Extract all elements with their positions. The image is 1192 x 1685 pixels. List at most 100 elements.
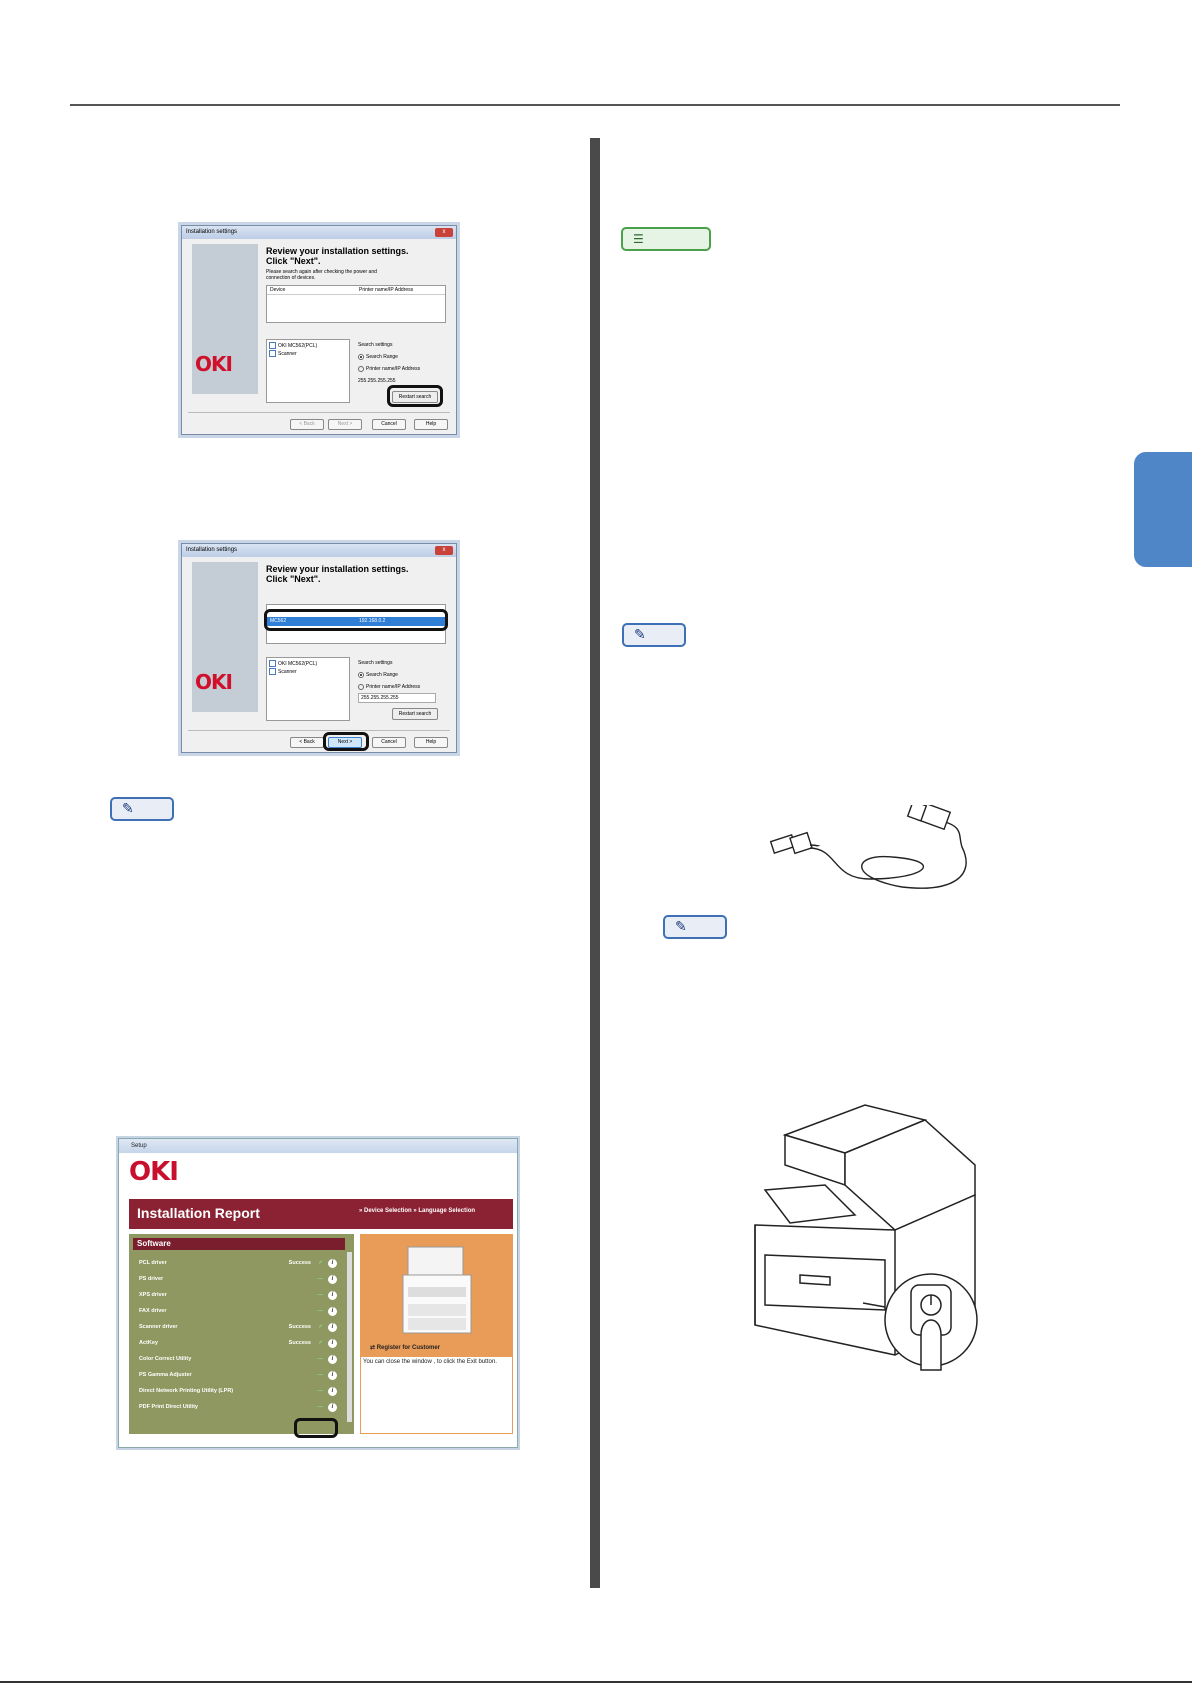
- restart-search-button[interactable]: Restart search: [392, 391, 438, 403]
- oki-logo: OKI: [195, 670, 233, 694]
- option-row[interactable]: OKI MC562(PCL): [269, 660, 347, 668]
- ip-range-text: 255.255.255.255: [358, 378, 396, 384]
- radio-search-range[interactable]: Search Range: [358, 669, 448, 681]
- ip-range-input[interactable]: 255.255.255.255: [358, 693, 436, 703]
- next-button[interactable]: Next >: [328, 419, 362, 430]
- info-icon[interactable]: i: [328, 1275, 337, 1284]
- option-row[interactable]: Scanner: [269, 350, 347, 358]
- back-button[interactable]: < Back: [290, 419, 324, 430]
- status-mark-icon: ✓: [318, 1324, 323, 1330]
- dialog-heading: Review your installation settings.Click …: [266, 246, 409, 266]
- separator: [188, 412, 450, 413]
- chapter-tab[interactable]: [1134, 452, 1192, 567]
- software-status: Success: [288, 1324, 311, 1330]
- printer-illustration: [754, 1104, 978, 1371]
- device-row-highlight: [264, 609, 448, 631]
- option-row[interactable]: OKI MC562(PCL): [269, 342, 347, 350]
- memo-badge: ✎: [622, 623, 686, 647]
- radio-icon[interactable]: [358, 683, 364, 690]
- radio-icon[interactable]: [358, 671, 364, 678]
- info-icon[interactable]: i: [328, 1339, 337, 1348]
- report-banner: Installation Report » Device Selection »…: [129, 1199, 513, 1229]
- cancel-button[interactable]: Cancel: [372, 737, 406, 748]
- setup-title: Setup: [131, 1143, 147, 1149]
- status-mark-icon: —: [317, 1308, 324, 1314]
- radio-icon[interactable]: [358, 353, 364, 360]
- software-name: PS Gamma Adjuster: [139, 1372, 192, 1378]
- radio-printer-name[interactable]: Printer name/IP Address: [358, 681, 448, 693]
- info-icon[interactable]: i: [328, 1371, 337, 1380]
- scrollbar[interactable]: [347, 1252, 352, 1422]
- exit-button-highlight: [294, 1418, 338, 1438]
- search-settings: Search settings Search Range Printer nam…: [358, 657, 448, 703]
- help-button[interactable]: Help: [414, 737, 448, 748]
- close-icon[interactable]: x: [435, 546, 453, 555]
- back-button[interactable]: ◀ Back: [261, 1503, 282, 1509]
- next-button[interactable]: Next >: [328, 737, 362, 748]
- cancel-button[interactable]: Cancel: [372, 419, 406, 430]
- side-image: [192, 244, 258, 394]
- pencil-icon: ✎: [675, 919, 687, 935]
- software-name: Direct Network Printing Utility (LPR): [139, 1388, 234, 1394]
- status-mark-icon: —: [317, 1388, 324, 1394]
- checkbox-icon[interactable]: [269, 350, 276, 358]
- status-mark-icon: —: [317, 1292, 324, 1298]
- footer-rule: [0, 1681, 1192, 1683]
- software-name: PS driver: [139, 1276, 164, 1282]
- info-icon[interactable]: i: [328, 1355, 337, 1364]
- restart-search-highlight: [387, 385, 443, 407]
- info-icon[interactable]: i: [328, 1259, 337, 1268]
- info-icon[interactable]: i: [328, 1291, 337, 1300]
- installation-settings-dialog-1: Installation settings x OKI Review your …: [181, 225, 457, 435]
- install-options: OKI MC562(PCL) Scanner: [266, 339, 350, 403]
- header-rule: [70, 104, 1120, 106]
- pencil-icon: ✎: [122, 801, 134, 817]
- option-row[interactable]: Scanner: [269, 668, 347, 676]
- back-button[interactable]: < Back: [290, 737, 324, 748]
- software-row: PS driver—i: [139, 1272, 339, 1287]
- checkbox-icon[interactable]: [269, 660, 276, 668]
- software-name: Color Correct Utility: [139, 1356, 192, 1362]
- banner-title: Installation Report: [137, 1205, 260, 1221]
- checkbox-icon[interactable]: [269, 668, 276, 676]
- dialog-note: Please search again after checking the p…: [266, 269, 377, 281]
- reference-badge: ☰: [621, 227, 711, 251]
- oki-logo: OKI: [195, 352, 233, 376]
- software-row: Color Correct Utility — i: [139, 1352, 339, 1367]
- dialog-title: Installation settings: [182, 226, 456, 239]
- search-settings-title: Search settings: [358, 342, 393, 348]
- info-icon[interactable]: i: [328, 1403, 337, 1412]
- dialog-heading: Review your installation settings.Click …: [266, 564, 409, 584]
- installation-settings-dialog-2: Installation settings x OKI Review your …: [181, 543, 457, 753]
- radio-printer-name[interactable]: Printer name/IP Address: [358, 363, 448, 375]
- pencil-icon: ✎: [634, 627, 646, 643]
- software-row: Direct Network Printing Utility (LPR) — i: [139, 1384, 339, 1399]
- software-name: Scanner driver: [139, 1324, 178, 1330]
- software-name: PCL driver: [139, 1260, 167, 1266]
- printer-photo: [402, 1246, 472, 1334]
- checkbox-icon[interactable]: [269, 342, 276, 350]
- setup-window: Setup OKI Installation Report » Device S…: [118, 1138, 518, 1509]
- status-mark-icon: —: [317, 1356, 324, 1362]
- radio-search-range[interactable]: Search Range: [358, 351, 448, 363]
- help-button[interactable]: Help: [414, 419, 448, 430]
- software-name: PDF Print Direct Utility: [139, 1404, 198, 1410]
- radio-icon[interactable]: [358, 365, 364, 372]
- column-divider: [590, 138, 600, 1588]
- exit-button[interactable]: ✕ Exit: [301, 1503, 319, 1509]
- close-icon[interactable]: x: [435, 228, 453, 237]
- next-button-highlight: [323, 732, 369, 751]
- info-icon[interactable]: i: [328, 1323, 337, 1332]
- software-name: ActKey: [139, 1340, 158, 1346]
- restart-search-button[interactable]: Restart search: [392, 708, 438, 720]
- info-icon[interactable]: i: [328, 1307, 337, 1316]
- info-icon[interactable]: i: [328, 1387, 337, 1396]
- software-name: FAX driver: [139, 1308, 167, 1314]
- register-link[interactable]: ⇄ Register for Customer: [370, 1345, 441, 1351]
- banner-nav[interactable]: » Device Selection » Language Selection: [359, 1208, 476, 1214]
